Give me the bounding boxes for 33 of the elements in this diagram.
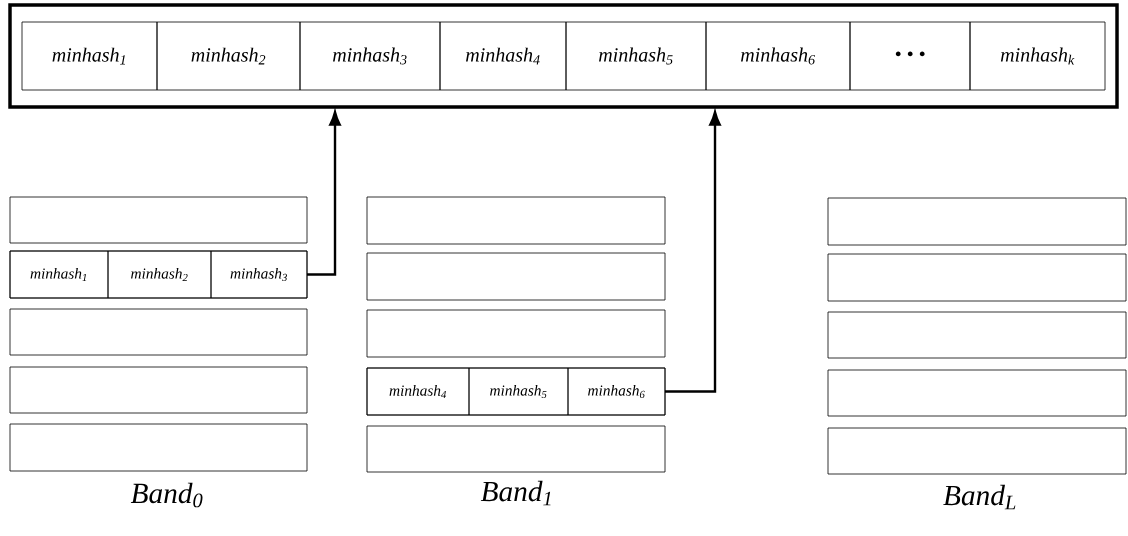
band-label: Band$_{L}$: [943, 484, 1016, 510]
band-row: [366, 309, 666, 358]
band-label: Band$_{1}$: [480, 480, 551, 506]
minhash-cell: minhash$_{5}$: [565, 21, 707, 91]
minhash-cell: minhash$_{1}$: [9, 250, 109, 299]
minhash-cell: minhash$_{k}$: [969, 21, 1106, 91]
band-label: Band$_{0}$: [130, 482, 203, 508]
arrow: [665, 111, 721, 393]
minhash-cell: minhash$_{2}$: [156, 21, 301, 91]
minhash-cell: minhash$_{3}$: [299, 21, 441, 91]
minhash-cell: minhash$_{4}$: [439, 21, 567, 91]
band-row: [9, 196, 308, 244]
minhash-cell: • • •: [849, 21, 971, 91]
band-row: [366, 252, 666, 301]
outer-box: [8, 3, 1119, 109]
arrow: [307, 111, 341, 276]
minhash-cell: minhash$_{2}$: [107, 250, 212, 299]
band-row: [827, 427, 1127, 475]
minhash-cell: minhash$_{3}$: [210, 250, 308, 299]
band-row: [9, 423, 308, 472]
band-row: [827, 369, 1127, 417]
band-row: [366, 425, 666, 473]
band-row: [827, 197, 1127, 246]
minhash-cell: minhash$_{1}$: [21, 21, 158, 91]
band-row: [9, 366, 308, 414]
minhash-cell: minhash$_{6}$: [567, 367, 666, 416]
minhash-cell: minhash$_{4}$: [366, 367, 470, 416]
band-row: [9, 308, 308, 356]
minhash-cell: minhash$_{6}$: [705, 21, 851, 91]
band-row: [827, 253, 1127, 302]
band-row: [366, 196, 666, 245]
band-row: [827, 311, 1127, 359]
minhash-cell: minhash$_{5}$: [468, 367, 569, 416]
